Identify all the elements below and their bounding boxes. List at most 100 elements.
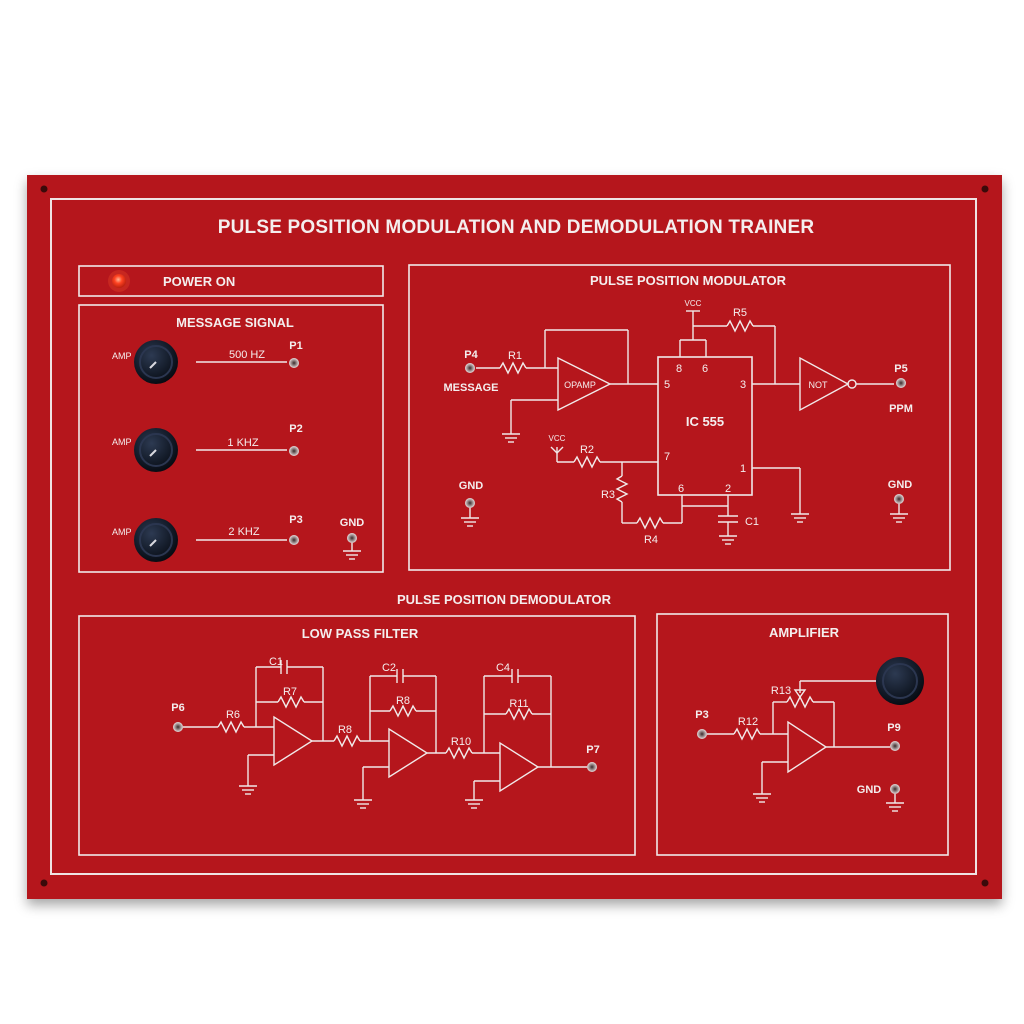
label-r5: R5: [733, 307, 747, 319]
message-signal-title: MESSAGE SIGNAL: [176, 315, 294, 330]
not-gate-symbol: [799, 356, 850, 412]
board-frame: [50, 198, 977, 875]
gnd-label-mod-left: GND: [459, 480, 484, 492]
opamp-label: OPAMP: [564, 380, 596, 390]
port-label-p3: P3: [289, 514, 302, 526]
ic-555-block: [657, 356, 753, 496]
jack-p3[interactable]: [289, 535, 299, 545]
pin-8: 8: [676, 363, 682, 375]
resistor-r4: [636, 516, 664, 530]
resistor-r6: [217, 720, 245, 734]
resistor-r8: [333, 734, 361, 748]
pin-6-bottom: 6: [678, 483, 684, 495]
port-label-p1: P1: [289, 340, 302, 352]
panel-title: PULSE POSITION MODULATION AND DEMODULATI…: [218, 217, 815, 238]
gain-knob[interactable]: [876, 657, 924, 705]
jack-p2[interactable]: [289, 446, 299, 456]
power-led-glow: [108, 270, 130, 292]
amplifier-title: AMPLIFIER: [769, 625, 840, 640]
pin-1: 1: [740, 463, 746, 475]
label-r8-series: R8: [338, 724, 352, 736]
pin-2: 2: [725, 483, 731, 495]
ground-icon: [791, 513, 809, 523]
port-label-p5: P5: [894, 363, 907, 375]
resistor-r8b: [389, 704, 417, 718]
port-label-p4: P4: [464, 349, 478, 361]
lpf-opamp-1: [273, 715, 314, 767]
lpf-title: LOW PASS FILTER: [302, 626, 419, 641]
label-r3: R3: [601, 489, 615, 501]
label-r2: R2: [580, 444, 594, 456]
demodulator-title: PULSE POSITION DEMODULATOR: [397, 592, 612, 607]
amp-label-3: AMP: [112, 527, 132, 537]
jack-p5[interactable]: [896, 378, 906, 388]
ppm-output-label: PPM: [889, 403, 913, 415]
jack-gnd-amp[interactable]: [890, 784, 900, 794]
label-r6: R6: [226, 709, 240, 721]
port-label-p7: P7: [586, 744, 599, 756]
label-r12: R12: [738, 716, 758, 728]
jack-gnd-mod-left[interactable]: [465, 498, 475, 508]
vcc-label-2: VCC: [549, 434, 566, 443]
power-box: [78, 265, 384, 297]
jack-p9[interactable]: [890, 741, 900, 751]
jack-gnd-message[interactable]: [347, 533, 357, 543]
jack-p6[interactable]: [173, 722, 183, 732]
ground-icon: [890, 504, 908, 523]
resistor-r3: [615, 475, 629, 503]
label-r7: R7: [283, 686, 297, 698]
resistor-r5: [726, 319, 754, 333]
label-r4: R4: [644, 534, 658, 546]
gnd-label-amp: GND: [857, 784, 882, 796]
ic-label: IC 555: [686, 414, 724, 429]
pin-6-top: 6: [702, 363, 708, 375]
jack-p1[interactable]: [289, 358, 299, 368]
vcc-label-1: VCC: [685, 299, 702, 308]
resistor-r7: [277, 695, 305, 709]
label-r1: R1: [508, 350, 522, 362]
screw: [981, 185, 989, 193]
jack-gnd-mod-right[interactable]: [894, 494, 904, 504]
port-label-p9: P9: [887, 722, 900, 734]
resistor-r12: [733, 727, 761, 741]
gnd-label-message: GND: [340, 517, 365, 529]
jack-p4[interactable]: [465, 363, 475, 373]
ground-icon: [461, 508, 479, 527]
jack-p3-amp[interactable]: [697, 729, 707, 739]
port-label-p2: P2: [289, 423, 302, 435]
resistor-r10: [445, 746, 473, 760]
pin-5: 5: [664, 379, 670, 391]
amp-label-1: AMP: [112, 351, 132, 361]
amp-knob-3[interactable]: [134, 518, 178, 562]
ground-icon: [502, 433, 520, 443]
lpf-box: [78, 615, 636, 856]
ground-icon: [239, 785, 257, 795]
power-label: POWER ON: [163, 274, 235, 289]
modulator-title: PULSE POSITION MODULATOR: [590, 273, 787, 288]
screw: [981, 879, 989, 887]
jack-p7[interactable]: [587, 762, 597, 772]
resistor-r1: [499, 361, 527, 375]
freq-label-2: 1 KHZ: [227, 437, 258, 449]
resistor-r2: [573, 455, 601, 469]
amp-label-2: AMP: [112, 437, 132, 447]
message-input-label: MESSAGE: [443, 382, 498, 394]
not-gate-label: NOT: [809, 380, 829, 390]
label-c2-lpf: C2: [382, 662, 396, 674]
amp-knob-1[interactable]: [134, 340, 178, 384]
amp-opamp: [787, 720, 828, 774]
screw: [40, 879, 48, 887]
label-r11: R11: [509, 698, 528, 710]
opamp-symbol: [557, 356, 612, 412]
modulator-box: [408, 264, 951, 571]
port-label-p3-amp: P3: [695, 709, 708, 721]
label-r13: R13: [771, 685, 791, 697]
label-c4-lpf: C4: [496, 662, 510, 674]
pin-3: 3: [740, 379, 746, 391]
resistor-r11: [505, 707, 533, 721]
ground-icon: [354, 799, 372, 809]
amp-knob-2[interactable]: [134, 428, 178, 472]
pin-7: 7: [664, 451, 670, 463]
message-signal-box: [78, 304, 384, 573]
